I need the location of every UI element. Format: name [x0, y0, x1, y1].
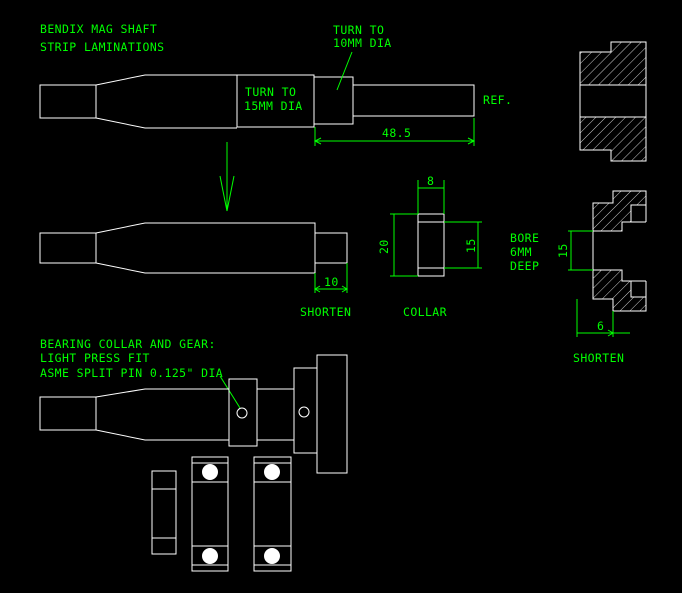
split-pin-hole-2 — [298, 406, 310, 418]
assembly-note-line-2: LIGHT PRESS FIT — [40, 351, 150, 365]
note-bore-line-2: 6MM — [510, 245, 532, 259]
title-line-1: BENDIX MAG SHAFT — [40, 22, 157, 36]
dim-48-5-label: 48.5 — [382, 126, 411, 140]
note-ref: REF. — [483, 93, 512, 107]
ball-icon — [202, 548, 218, 564]
assembly-gear — [316, 354, 348, 474]
shaft-turned — [39, 222, 348, 274]
label-shorten-2: SHORTEN — [573, 351, 624, 365]
ball-icon — [264, 464, 280, 480]
dimension-8 — [417, 180, 445, 214]
label-collar: COLLAR — [403, 305, 447, 319]
dimension-48-5 — [313, 118, 476, 146]
collar-part — [417, 213, 445, 277]
dim-10-label: 10 — [324, 275, 339, 289]
title-line-2: STRIP LAMINATIONS — [40, 40, 165, 54]
gear-section-original — [579, 41, 647, 162]
assembly-note-line-1: BEARING COLLAR AND GEAR: — [40, 337, 216, 351]
label-shorten-1: SHORTEN — [300, 305, 351, 319]
dim-20-label: 20 — [377, 239, 391, 254]
dimension-20 — [390, 213, 418, 277]
note-bore-line-1: BORE — [510, 231, 539, 245]
dimension-10 — [314, 263, 348, 293]
ball-icon — [202, 464, 218, 480]
note-turn-to-15-line-1: TURN TO — [245, 85, 296, 99]
split-pin-hole-1 — [236, 407, 248, 419]
leader-turn-to-10 — [336, 51, 353, 91]
dim-15-collar-label: 15 — [464, 238, 478, 253]
dimension-15-collar — [444, 221, 482, 269]
note-turn-to-15-line-2: 15MM DIA — [244, 99, 303, 113]
ball-icon — [264, 548, 280, 564]
shaft-assembly — [39, 354, 348, 474]
assembly-note-line-3: ASME SPLIT PIN 0.125" DIA — [40, 366, 223, 380]
assembly-collar — [228, 378, 258, 447]
gear-section-shortened — [592, 190, 647, 312]
bearing-section-1 — [191, 456, 229, 572]
arrow-down-icon — [219, 142, 235, 212]
bearing-section-2 — [253, 456, 292, 572]
dim-6-label: 6 — [597, 319, 604, 333]
shaft-original — [39, 74, 475, 129]
note-turn-to-10-line-1: TURN TO — [333, 23, 384, 37]
dim-15-gear-label: 15 — [556, 243, 570, 258]
dimension-6 — [576, 299, 630, 337]
bearing-side-view — [151, 470, 177, 555]
leader-split-pin — [219, 375, 241, 409]
dim-8-label: 8 — [427, 174, 434, 188]
note-bore-line-3: DEEP — [510, 259, 539, 273]
dimension-15-gear — [568, 230, 593, 271]
note-turn-to-10-line-2: 10MM DIA — [333, 36, 392, 50]
